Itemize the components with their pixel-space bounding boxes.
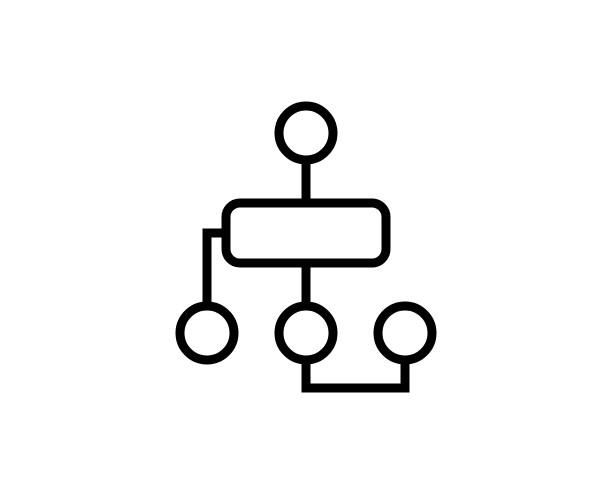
- top-node-circle: [274, 101, 338, 165]
- right-node-circle: [373, 301, 437, 365]
- left-branch-connector: [202, 228, 229, 309]
- left-node-circle: [175, 301, 239, 365]
- bottom-link-connector: [301, 355, 410, 393]
- central-box: [221, 198, 391, 268]
- middle-node-circle: [274, 301, 338, 365]
